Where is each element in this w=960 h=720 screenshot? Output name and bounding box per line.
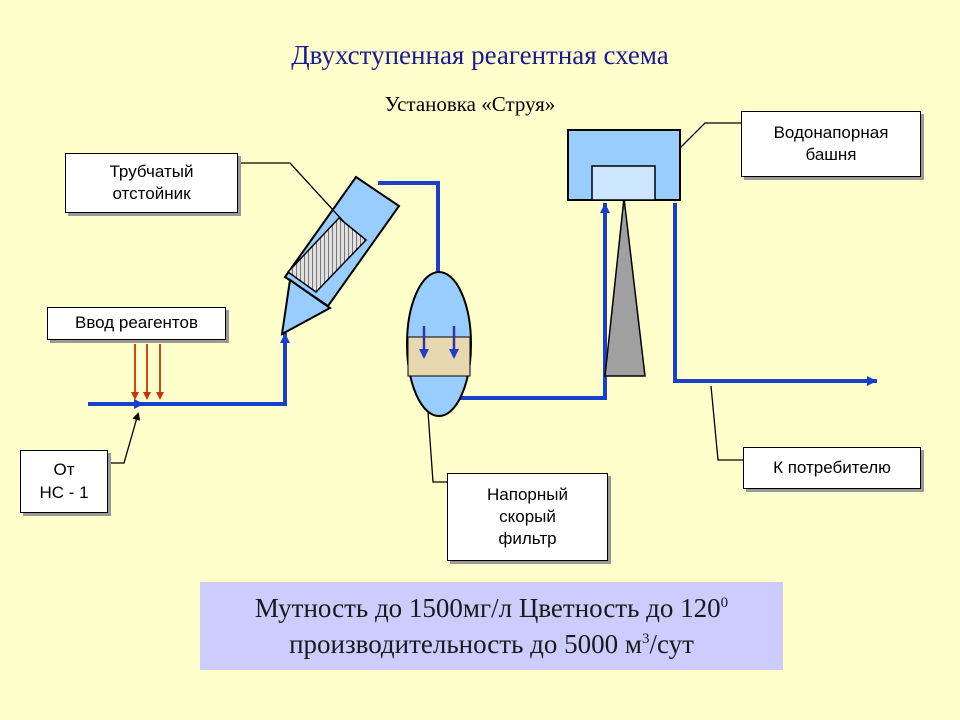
specifications-banner: Мутность до 1500мг/л Цветность до 1200 п… xyxy=(200,582,783,670)
tower-leader xyxy=(679,122,741,149)
filter-leader xyxy=(427,411,447,483)
pressure-filter xyxy=(406,271,472,417)
consumer-leader xyxy=(710,385,743,461)
spec-line-2: производительность до 5000 м3/сут xyxy=(289,626,694,662)
inlet-pipe xyxy=(88,333,290,406)
capacity-unit-tail: /сут xyxy=(649,629,694,659)
source-leader xyxy=(108,412,141,464)
page-subtitle: Установка «Струя» xyxy=(384,92,556,116)
settler-leader xyxy=(238,162,345,223)
tubular-settler-label: Трубчатый отстойник xyxy=(65,153,238,213)
tubular-settler xyxy=(280,175,401,336)
pressure-filter-label: Напорный скорый фильтр xyxy=(447,473,608,561)
cubic-superscript: 3 xyxy=(641,631,650,647)
water-tower xyxy=(567,129,681,377)
capacity-text: производительность до 5000 м xyxy=(289,629,642,659)
degree-superscript: 0 xyxy=(720,594,729,611)
reagent-input-label: Ввод реагентов xyxy=(47,307,226,340)
reagent-arrows xyxy=(131,344,164,400)
filter-to-tower-pipe xyxy=(456,203,610,400)
tower-to-consumer-pipe xyxy=(673,203,877,386)
spec-line-1: Мутность до 1500мг/л Цветность до 1200 xyxy=(255,590,728,626)
settler-to-filter-pipe xyxy=(378,181,443,284)
water-tower-label: Водонапорная башня xyxy=(741,111,921,177)
page-title: Двухступенная реагентная схема xyxy=(291,40,669,70)
turbidity-color-text: Мутность до 1500мг/л Цветность до 120 xyxy=(254,592,721,623)
consumer-label: К потребителю xyxy=(743,447,921,489)
source-pump-station-label: От НС - 1 xyxy=(20,450,108,513)
